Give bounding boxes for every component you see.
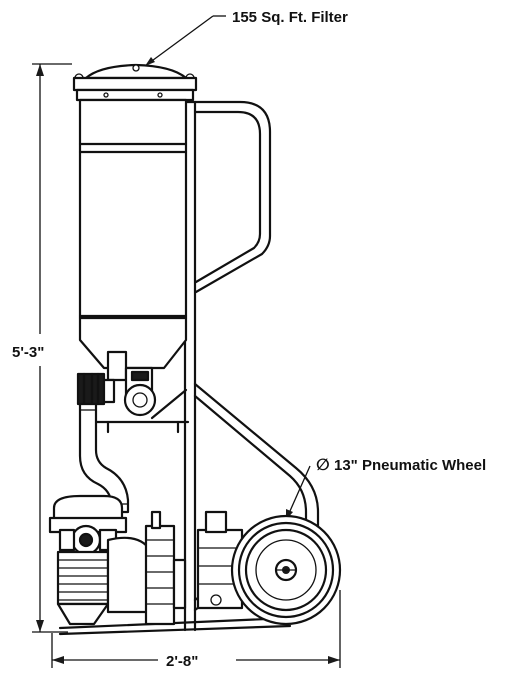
pump bbox=[48, 494, 244, 626]
width-dimension: 2'-8" bbox=[51, 590, 341, 670]
filter-tank bbox=[72, 63, 198, 370]
filter-valve bbox=[76, 350, 190, 434]
width-label: 2'-8" bbox=[166, 653, 198, 670]
pneumatic-wheel bbox=[230, 514, 342, 626]
filter-callout: 155 Sq. Ft. Filter bbox=[144, 9, 348, 67]
wheel-callout: ∅ 13" Pneumatic Wheel bbox=[285, 457, 486, 521]
height-label: 5'-3" bbox=[12, 344, 44, 361]
wheel-diameter-symbol: ∅ bbox=[316, 457, 330, 474]
hose bbox=[78, 402, 130, 514]
wheel-label: 13" Pneumatic Wheel bbox=[334, 457, 486, 474]
height-dimension: 5'-3" bbox=[12, 63, 72, 633]
filter-label: 155 Sq. Ft. Filter bbox=[232, 9, 348, 26]
